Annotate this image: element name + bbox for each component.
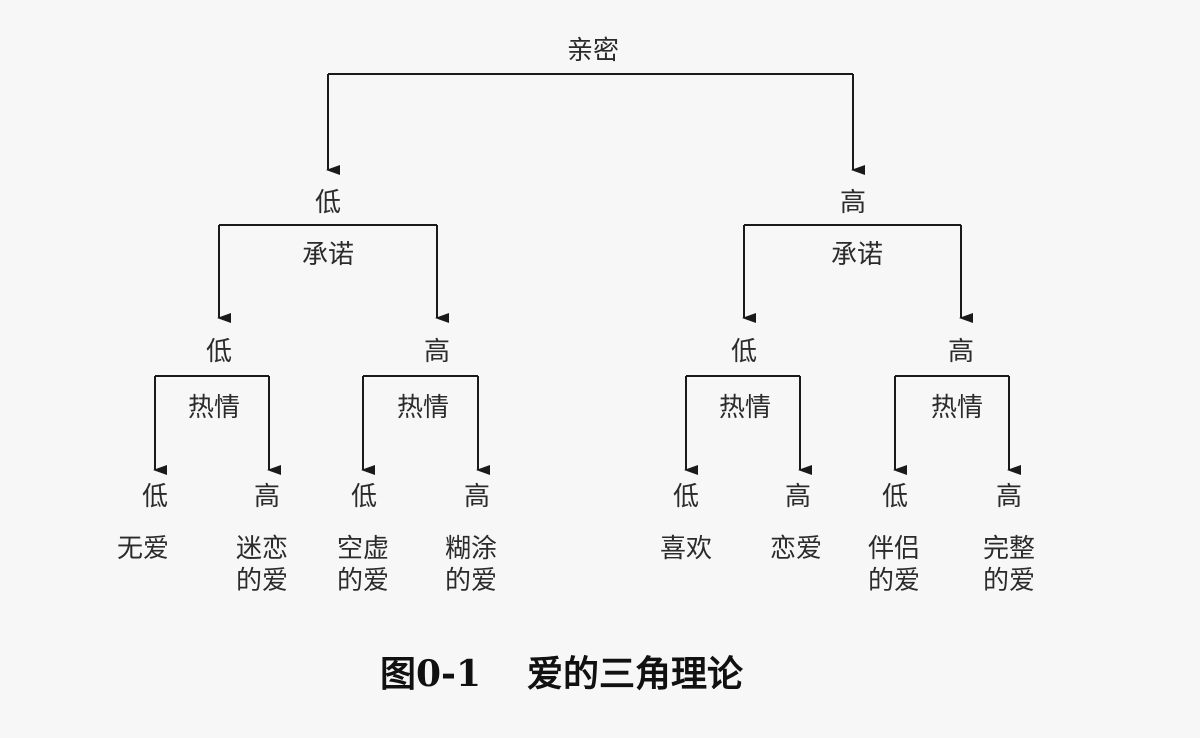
love-type-infatuation: 迷恋 的爱 [235,534,289,596]
love-type-empty-love: 空虚 的爱 [336,534,390,596]
love-type-non-love: 无爱 [116,534,170,564]
passion-level-2: 高 [253,482,281,512]
figure-caption: 图0-1 爱的三角理论 [380,652,743,696]
commitment-low-left: 低 [205,337,233,367]
passion-level-3: 低 [350,482,378,512]
passion-label-2: 热情 [396,393,450,423]
passion-label-1: 热情 [187,393,241,423]
commitment-high-right: 高 [947,337,975,367]
passion-level-8: 高 [995,482,1023,512]
passion-level-5: 低 [672,482,700,512]
commitment-high-left: 高 [423,337,451,367]
passion-label-4: 热情 [930,393,984,423]
root-intimacy-label: 亲密 [566,36,620,66]
commitment-label-right: 承诺 [830,240,884,270]
love-type-liking: 喜欢 [659,534,713,564]
passion-label-3: 热情 [718,393,772,423]
passion-level-4: 高 [463,482,491,512]
commitment-low-right: 低 [730,337,758,367]
intimacy-low-label: 低 [314,188,342,218]
passion-level-6: 高 [784,482,812,512]
love-type-companionate-love: 伴侣 的爱 [867,534,921,596]
commitment-label-left: 承诺 [301,240,355,270]
love-type-romantic-love: 恋爱 [769,534,823,564]
figure-number: 图0-1 [380,653,482,695]
love-type-fatuous-love: 糊涂 的爱 [444,534,498,596]
passion-level-1: 低 [141,482,169,512]
passion-level-7: 低 [881,482,909,512]
intimacy-high-label: 高 [839,188,867,218]
figure-title: 爱的三角理论 [527,653,744,695]
love-type-consummate-love: 完整 的爱 [982,534,1036,596]
